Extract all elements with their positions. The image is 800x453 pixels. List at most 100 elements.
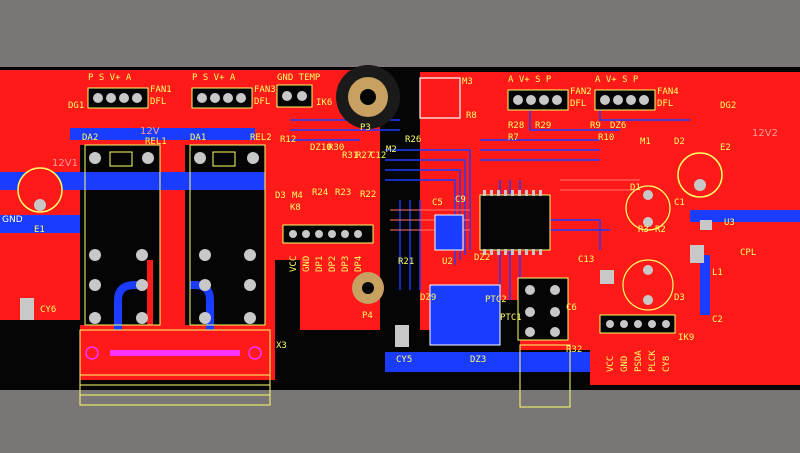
label-r2: R2 [655,225,666,235]
svg-text:DP3: DP3 [341,256,351,272]
label-ik9: IK9 [678,333,694,343]
label-e2: E2 [720,143,731,153]
svg-text:VCC: VCC [606,356,616,372]
label-fan2-name: FAN2 [570,87,592,97]
label-p4: P4 [362,311,373,321]
fan2-connector[interactable] [507,89,569,111]
label-c12: C12 [370,151,386,161]
ik9-header[interactable] [599,314,676,334]
svg-text:DP1: DP1 [315,256,325,272]
label-r21: R21 [398,257,414,267]
label-c1: C1 [674,198,685,208]
label-r12: R12 [280,135,296,145]
label-m2: M2 [386,145,397,155]
label-rel1: REL1 [145,137,167,147]
svg-text:CY8: CY8 [662,356,672,372]
label-dz3: DZ3 [470,355,486,365]
label-p3: P3 [360,123,371,133]
keepout-bar [110,350,240,356]
label-da1: DA1 [190,133,206,143]
label-c6: C6 [566,303,577,313]
label-fan4-model: DFL [657,99,673,109]
label-ptc1: PTC1 [500,313,522,323]
bottom-trace-4 [385,352,590,372]
label-d1: D1 [630,183,641,193]
label-cy5: CY5 [396,355,412,365]
m3-component[interactable] [419,77,461,119]
relay-pads[interactable] [89,152,259,324]
label-gnd-temp: GND TEMP [277,73,321,83]
signal-traces [290,90,690,300]
bottom-trace-2 [0,215,80,233]
label-e1: E1 [34,225,45,235]
c2-capacitor[interactable] [622,259,674,311]
label-c9: C9 [455,195,466,205]
fan1-connector[interactable] [87,87,149,109]
label-r28: R28 [508,121,524,131]
c1-capacitor[interactable] [625,185,671,231]
x3-terminal-block[interactable] [79,329,271,406]
label-u3: U3 [724,218,735,228]
svg-text:DP2: DP2 [328,256,338,272]
label-r31: R31 [342,151,358,161]
temp-connector[interactable] [276,84,313,108]
label-rel2: REL2 [250,133,272,143]
label-dz2: DZ2 [474,253,490,263]
label-r10: R10 [598,133,614,143]
label-r29: R29 [535,121,551,131]
label-cpl: CPL [740,248,756,258]
label-c2: C2 [712,315,723,325]
label-fan2-model: DFL [570,99,586,109]
label-fan1-pins: P S V+ A [88,73,132,83]
svg-text:PLCK: PLCK [648,350,658,372]
k8-pin-labels: VCC GND DP1 DP2 DP3 DP4 [289,256,364,272]
bottom-trace-1 [0,172,265,190]
label-fan2-pins: A V+ S P [508,75,552,85]
fan3-connector[interactable] [191,87,253,109]
label-c5: C5 [432,198,443,208]
label-r26: R26 [405,135,421,145]
label-dg2: DG2 [720,101,736,111]
e2-capacitor[interactable] [677,152,723,198]
svg-text:GND: GND [620,356,630,372]
label-r24: R24 [312,188,328,198]
label-12v2: 12V2 [752,128,778,139]
label-fan4-name: FAN4 [657,87,679,97]
label-d2: D2 [674,137,685,147]
svg-text:DP4: DP4 [354,256,364,272]
mcu-footprint[interactable] [479,190,551,255]
label-dz9: DZ9 [420,293,436,303]
label-fan1-name: FAN1 [150,85,172,95]
label-d3: D3 [275,191,286,201]
label-dz10: DZ10 [310,143,332,153]
svg-text:PSDA: PSDA [634,350,644,372]
label-r30: R30 [328,143,344,153]
label-r32: R32 [566,345,582,355]
label-m4: M4 [292,191,303,201]
label-r3: R3 [638,225,649,235]
label-r7: R7 [508,133,519,143]
label-12v: 12V [140,126,160,137]
label-fan1-model: DFL [150,97,166,107]
label-d3-right: D3 [674,293,685,303]
label-l1: L1 [712,268,723,278]
fan4-connector[interactable] [594,89,656,111]
label-gnd: GND [2,215,23,225]
label-dg1: DG1 [68,101,84,111]
e1-capacitor[interactable] [17,167,63,213]
label-m3: M3 [462,77,473,87]
label-cy6: CY6 [40,305,56,315]
p3-mounting-hole[interactable] [336,65,400,129]
label-r23: R23 [335,188,351,198]
ptc-block[interactable] [429,277,569,346]
label-u2: U2 [442,257,453,267]
label-c13: C13 [578,255,594,265]
ik9-pin-labels: VCC GND PSDA PLCK CY8 [606,350,672,372]
u2-footprint[interactable] [434,214,464,251]
k8-header[interactable] [282,224,374,244]
p4-mounting-hole[interactable] [352,272,384,304]
label-fan3-pins: P S V+ A [192,73,236,83]
label-dz6: DZ6 [610,121,626,131]
